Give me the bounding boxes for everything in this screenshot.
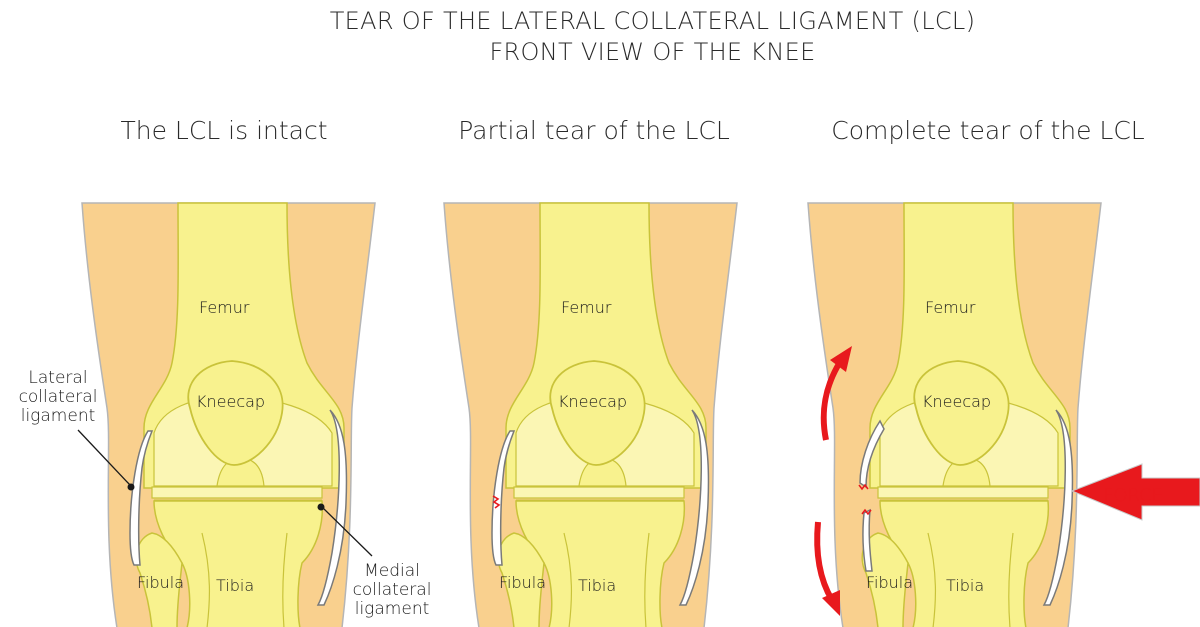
fibula-label: Fibula <box>866 573 913 592</box>
femur-label: Femur <box>925 298 976 317</box>
lateral-pointer-dot <box>127 483 135 491</box>
lateral-ligament-callout: Lateral collateral ligament <box>19 368 135 491</box>
femur-label: Femur <box>561 298 612 317</box>
medial-callout-line1: Medial <box>364 561 420 581</box>
knee-panel-intact: Femur Kneecap Fibula Tibia <box>81 202 376 627</box>
lateral-callout-line2: collateral <box>19 387 98 407</box>
lateral-callout-line1: Lateral <box>28 368 87 388</box>
arrow-down-head <box>822 590 840 616</box>
force-label: FORCE <box>1103 485 1163 506</box>
arrow-up-curve <box>820 360 843 441</box>
title-line-1: TEAR OF THE LATERAL COLLATERAL LIGAMENT … <box>329 7 976 35</box>
fibula-label: Fibula <box>499 573 546 592</box>
force-arrow: FORCE <box>1070 463 1200 521</box>
medial-callout-line3: ligament <box>355 599 430 619</box>
tibia-label: Tibia <box>216 576 254 595</box>
tear-mark-lower <box>861 508 872 516</box>
medial-pointer-dot <box>317 503 325 511</box>
femur-label: Femur <box>199 298 250 317</box>
knee-panel-complete: Femur Kneecap Fibula Tibia <box>807 202 1102 627</box>
knee-panel-partial: Femur Kneecap Fibula Tibia <box>443 202 738 627</box>
kneecap-label: Kneecap <box>196 392 265 411</box>
kneecap-label: Kneecap <box>558 392 627 411</box>
main-title: TEAR OF THE LATERAL COLLATERAL LIGAMENT … <box>0 6 1200 68</box>
tear-mark-upper <box>858 483 869 491</box>
tibia-label: Tibia <box>946 576 984 595</box>
tibia-label: Tibia <box>578 576 616 595</box>
arrow-up-head <box>830 346 852 372</box>
torn-lcl-lower <box>862 508 873 572</box>
panel-heading-partial: Partial tear of the LCL <box>458 116 730 145</box>
medial-callout-line2: collateral <box>353 580 432 600</box>
kneecap-label: Kneecap <box>922 392 991 411</box>
partial-tear-mark <box>492 495 501 509</box>
arrow-down-curve <box>814 521 835 602</box>
panel-heading-intact: The LCL is intact <box>120 116 328 145</box>
medial-ligament-callout: Medial collateral ligament <box>317 503 432 619</box>
title-line-2: FRONT VIEW OF THE KNEE <box>489 38 816 66</box>
lateral-callout-line3: ligament <box>21 406 96 426</box>
torn-lcl-upper <box>859 419 885 489</box>
panel-heading-complete: Complete tear of the LCL <box>831 116 1145 145</box>
fibula-label: Fibula <box>137 573 184 592</box>
